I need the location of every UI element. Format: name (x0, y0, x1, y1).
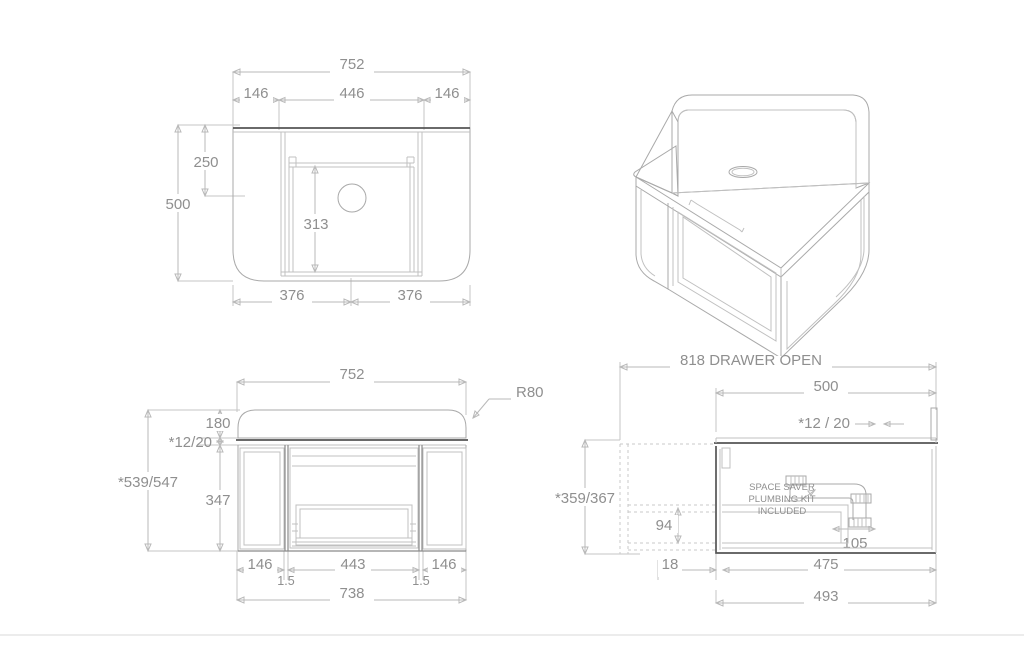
plan-left-segment: 146 (243, 85, 268, 102)
front-gap-left: 1.5 (277, 574, 294, 588)
plumbing-note-line2: PLUMBING KIT (748, 494, 815, 505)
plan-half-left: 376 (279, 287, 304, 304)
plan-top-depth: 250 (193, 154, 218, 171)
plan-overall-depth: 500 (165, 196, 190, 213)
side-drawer-open: 818 DRAWER OPEN (680, 352, 822, 369)
plan-drain-hole (337, 183, 367, 213)
front-top-height: 180 (205, 415, 230, 432)
side-cabinet-depth: 475 (813, 556, 838, 573)
plan-basin-depth: 313 (303, 216, 328, 233)
front-left-door: 146 (247, 556, 272, 573)
plumbing-note-line1: SPACE SAVER (749, 482, 815, 493)
front-gap-right: 1.5 (412, 574, 429, 588)
front-overall-height: *539/547 (118, 474, 178, 491)
front-drawer-width: 443 (340, 556, 365, 573)
front-right-door: 146 (431, 556, 456, 573)
plan-centre-segment: 446 (339, 85, 364, 102)
front-top-thickness: *12/20 (169, 434, 212, 451)
front-overall-width: 752 (339, 366, 364, 383)
plan-right-segment: 146 (434, 85, 459, 102)
plan-overall-width: 752 (339, 56, 364, 73)
side-drawer-inner-height: 94 (656, 517, 673, 534)
side-top-depth: 500 (813, 378, 838, 395)
front-cabinet-width: 738 (339, 585, 364, 602)
side-rear-gap: 18 (662, 556, 679, 573)
front-corner-radius: R80 (516, 384, 544, 401)
plumbing-note-line3: INCLUDED (758, 506, 807, 517)
side-overall-height: *359/367 (555, 490, 615, 507)
side-overall-depth: 493 (813, 588, 838, 605)
iso-drain-hole (728, 166, 758, 178)
side-top-thickness: *12 / 20 (798, 415, 850, 432)
plan-half-right: 376 (397, 287, 422, 304)
front-cabinet-height: 347 (205, 492, 230, 509)
